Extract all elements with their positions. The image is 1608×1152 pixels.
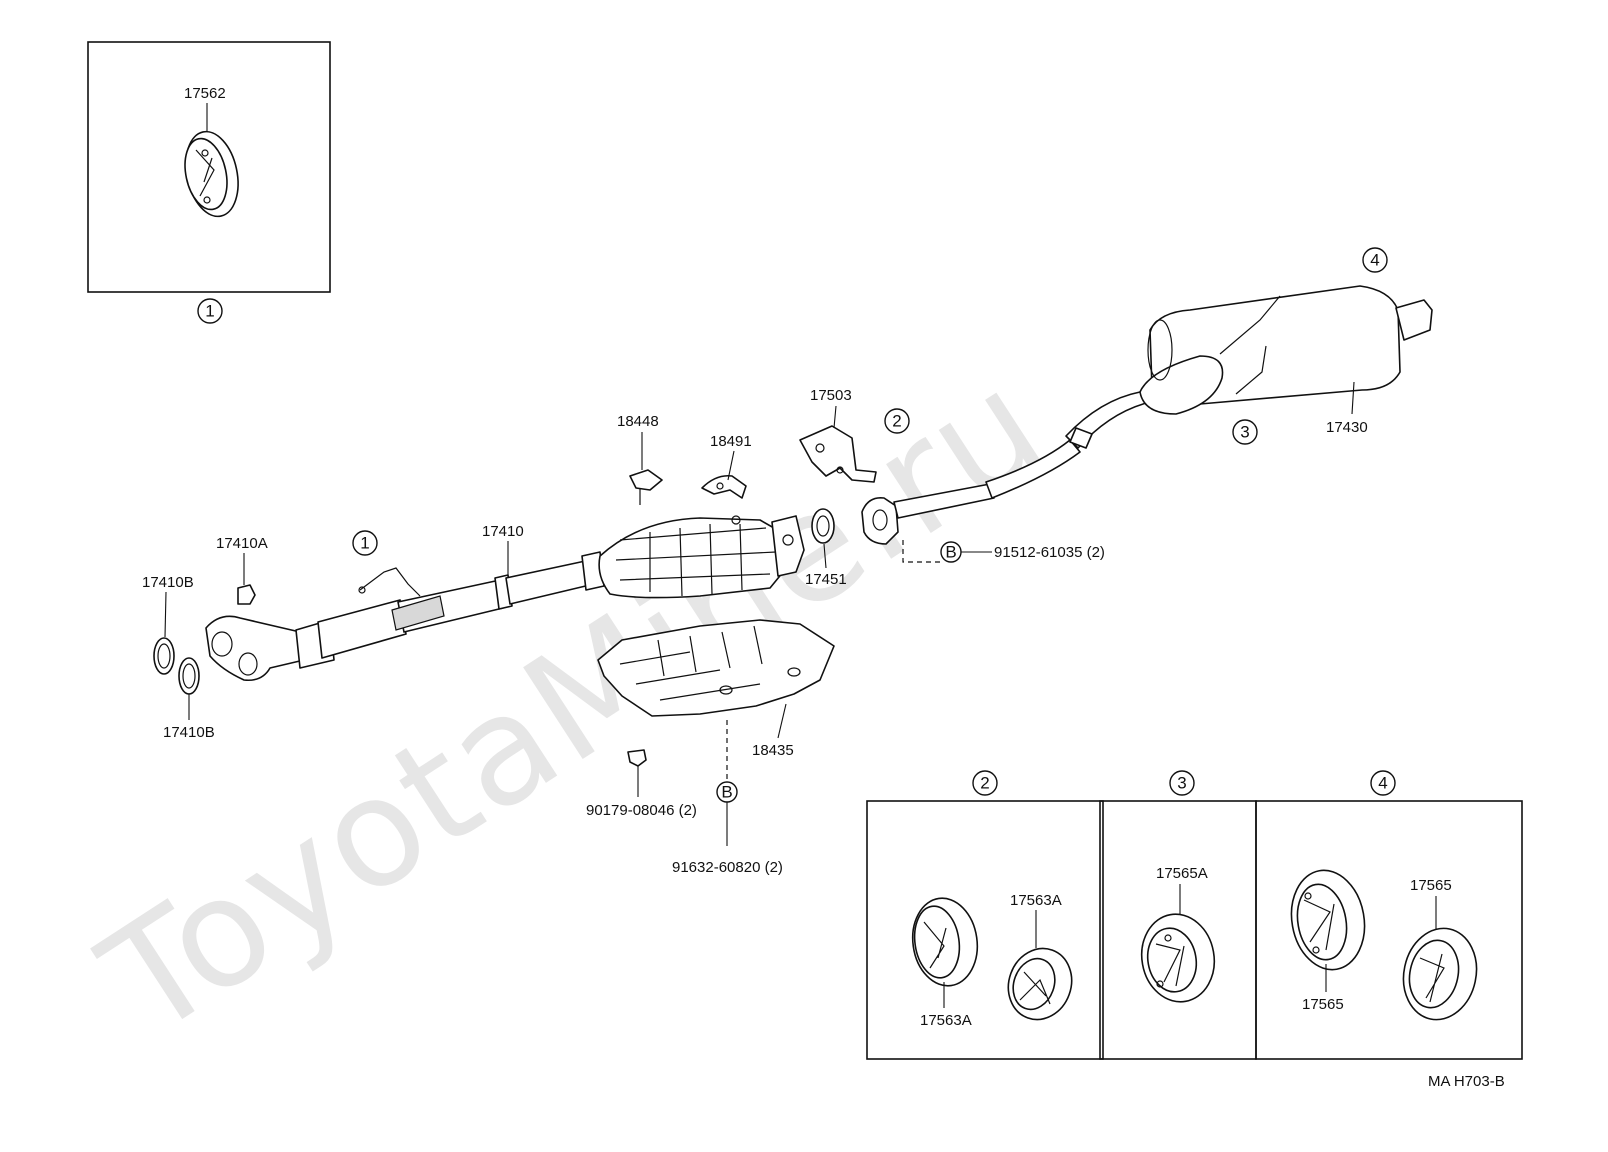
- hanger-rubber-17563A-left: [911, 897, 979, 987]
- part-label-17565-top: 17565: [1410, 877, 1452, 894]
- hanger-rubber-17565-right: [1402, 927, 1478, 1021]
- part-label-17410B-bottom: 17410B: [163, 724, 215, 741]
- svg-text:2: 2: [892, 412, 901, 431]
- callout-1-pipe: 1: [352, 530, 378, 556]
- catalytic-converter: [598, 515, 805, 599]
- center-pipe: [861, 391, 1151, 545]
- bolt-90179: [627, 749, 647, 767]
- inset-box-3: 3 17565A: [1099, 770, 1257, 1060]
- part-label-17562: 17562: [184, 85, 226, 102]
- inset-box-2: 2 17563A 17563A: [866, 770, 1104, 1060]
- part-label-90179: 90179-08046 (2): [586, 802, 697, 819]
- callout-B-upper: B: [940, 541, 962, 563]
- muffler-17430: [1139, 285, 1433, 415]
- callout-2-box: 2: [972, 770, 998, 796]
- part-label-91632: 91632-60820 (2): [672, 859, 783, 876]
- callout-3-pipe: 3: [1232, 419, 1258, 445]
- gasket-17410B-top: [153, 637, 175, 675]
- part-label-17563A-top: 17563A: [1010, 892, 1062, 909]
- part-label-17410: 17410: [482, 523, 524, 540]
- part-label-91512: 91512-61035 (2): [994, 544, 1105, 561]
- svg-text:B: B: [945, 543, 956, 562]
- inset-box-4: 4 17565 17565: [1255, 770, 1523, 1060]
- part-label-17563A-bottom: 17563A: [920, 1012, 972, 1029]
- part-label-18448: 18448: [617, 413, 659, 430]
- svg-text:4: 4: [1378, 774, 1387, 793]
- bracket-18448: [629, 469, 663, 505]
- heat-insulator-18435: [597, 619, 835, 717]
- bracket-17503: [799, 425, 877, 483]
- svg-text:1: 1: [360, 534, 369, 553]
- gasket-17451: [811, 508, 835, 544]
- svg-text:2: 2: [980, 774, 989, 793]
- gasket-17410B-bottom: [178, 657, 200, 695]
- hanger-rubber-17563A-right: [1007, 947, 1073, 1021]
- part-label-17565-bottom: 17565: [1302, 996, 1344, 1013]
- part-label-18435: 18435: [752, 742, 794, 759]
- part-label-17565A: 17565A: [1156, 865, 1208, 882]
- callout-3-box: 3: [1169, 770, 1195, 796]
- hanger-rubber-17565-left: [1290, 869, 1366, 971]
- part-label-17503: 17503: [810, 387, 852, 404]
- svg-text:1: 1: [205, 302, 214, 321]
- bracket-18491: [701, 474, 747, 499]
- diagram-code: MA H703-B: [1428, 1073, 1505, 1090]
- callout-1-top: 1: [197, 298, 223, 324]
- part-label-17430: 17430: [1326, 419, 1368, 436]
- part-label-18491: 18491: [710, 433, 752, 450]
- callout-4-pipe: 4: [1362, 247, 1388, 273]
- inset-box-1: 17562 1: [87, 41, 331, 324]
- hanger-rubber-17562: [184, 130, 239, 218]
- part-label-17410B-top: 17410B: [142, 574, 194, 591]
- nut-17410A: [237, 584, 256, 605]
- callout-B-lower: B: [716, 781, 738, 803]
- svg-text:3: 3: [1177, 774, 1186, 793]
- front-pipe-17410: [205, 551, 605, 682]
- part-label-17410A: 17410A: [216, 535, 268, 552]
- svg-text:3: 3: [1240, 423, 1249, 442]
- callout-4-box: 4: [1370, 770, 1396, 796]
- svg-text:4: 4: [1370, 251, 1379, 270]
- hanger-rubber-17565A: [1140, 913, 1216, 1003]
- callout-2-pipe: 2: [884, 408, 910, 434]
- svg-text:B: B: [721, 783, 732, 802]
- part-label-17451: 17451: [805, 571, 847, 588]
